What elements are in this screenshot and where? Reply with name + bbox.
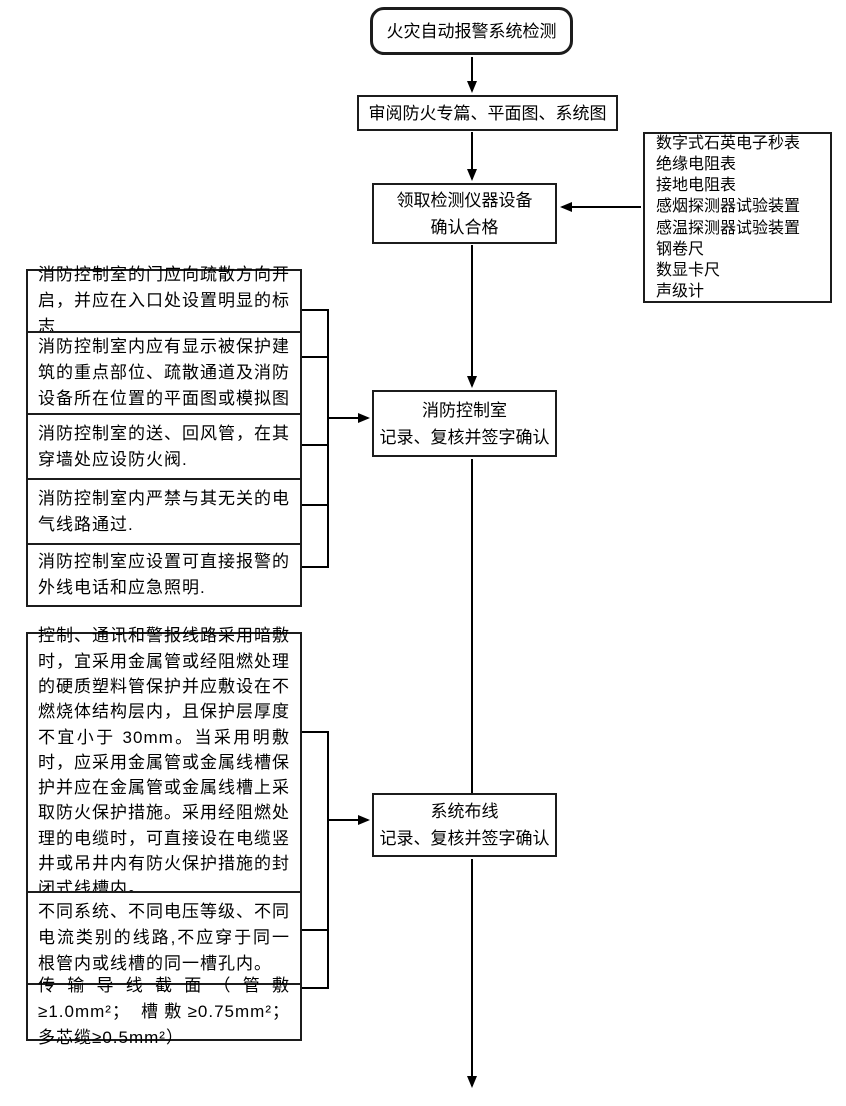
requirement-text: 不同系统、不同电压等级、不同电流类别的线路,不应穿于同一根管内或线槽的同一槽孔内… <box>38 902 290 973</box>
requirement-text: 控制、通讯和警报线路采用暗敷时，宜采用金属管或经阻燃处理的硬质塑料管保护并应敷设… <box>38 626 290 899</box>
node-start-label: 火灾自动报警系统检测 <box>386 21 557 41</box>
node-control-room-line1: 消防控制室 <box>422 400 507 420</box>
equipment-item: 钢卷尺 <box>656 240 705 258</box>
requirement-text: 消防控制室的送、回风管，在其穿墙处应设防火阀. <box>38 423 290 469</box>
equipment-item: 感烟探测器试验装置 <box>656 198 801 216</box>
node-pickup: 领取检测仪器设备 确认合格 <box>372 183 557 244</box>
wiring-requirement-1: 控制、通讯和警报线路采用暗敷时，宜采用金属管或经阻燃处理的硬质塑料管保护并应敷设… <box>26 626 302 898</box>
equipment-item: 接地电阻表 <box>656 177 737 195</box>
node-review: 审阅防火专篇、平面图、系统图 <box>357 95 618 131</box>
control-room-requirement-5: 消防控制室应设置可直接报警的外线电话和应急照明. <box>26 543 302 607</box>
node-wiring: 系统布线 记录、复核并签字确认 <box>372 793 557 857</box>
node-control-room: 消防控制室 记录、复核并签字确认 <box>372 390 557 457</box>
wiring-requirement-2: 不同系统、不同电压等级、不同电流类别的线路,不应穿于同一根管内或线槽的同一槽孔内… <box>26 891 302 985</box>
equipment-list-box: 数字式石英电子秒表 绝缘电阻表 接地电阻表 感烟探测器试验装置 感温探测器试验装… <box>643 132 832 303</box>
node-wiring-line1: 系统布线 <box>430 802 499 821</box>
requirement-text: 消防控制室的门应向疏散方向开启，并应在入口处设置明显的标志 <box>38 265 290 336</box>
node-pickup-line2: 确认合格 <box>430 217 499 237</box>
requirement-text: 消防控制室内应有显示被保护建筑的重点部位、疏散通道及消防设备所在位置的平面图或模… <box>38 337 290 408</box>
control-room-requirement-4: 消防控制室内严禁与其无关的电气线路通过. <box>26 478 302 545</box>
equipment-item: 声级计 <box>656 283 705 301</box>
wiring-requirement-3: 传输导线截面（管敷≥1.0mm²； 槽敷≥0.75mm²； 多芯缆≥0.5mm²… <box>26 976 302 1047</box>
equipment-item: 绝缘电阻表 <box>656 155 737 173</box>
node-review-label: 审阅防火专篇、平面图、系统图 <box>368 103 607 123</box>
requirement-text: 消防控制室应设置可直接报警的外线电话和应急照明. <box>38 552 290 597</box>
control-room-requirement-3: 消防控制室的送、回风管，在其穿墙处应设防火阀. <box>26 413 302 480</box>
requirement-text: 传输导线截面（管敷≥1.0mm²； 槽敷≥0.75mm²； 多芯缆≥0.5mm²… <box>38 976 290 1047</box>
node-control-room-line2: 记录、复核并签字确认 <box>379 427 550 447</box>
node-wiring-line2: 记录、复核并签字确认 <box>379 829 550 848</box>
node-start: 火灾自动报警系统检测 <box>370 7 573 55</box>
requirement-text: 消防控制室内严禁与其无关的电气线路通过. <box>38 488 290 534</box>
equipment-item: 感温探测器试验装置 <box>656 219 801 237</box>
control-room-requirement-2: 消防控制室内应有显示被保护建筑的重点部位、疏散通道及消防设备所在位置的平面图或模… <box>26 331 302 415</box>
node-pickup-line1: 领取检测仪器设备 <box>396 190 533 210</box>
control-room-requirement-1: 消防控制室的门应向疏散方向开启，并应在入口处设置明显的标志 <box>26 265 302 336</box>
equipment-item: 数显卡尺 <box>656 261 721 279</box>
equipment-item: 数字式石英电子秒表 <box>656 134 801 152</box>
